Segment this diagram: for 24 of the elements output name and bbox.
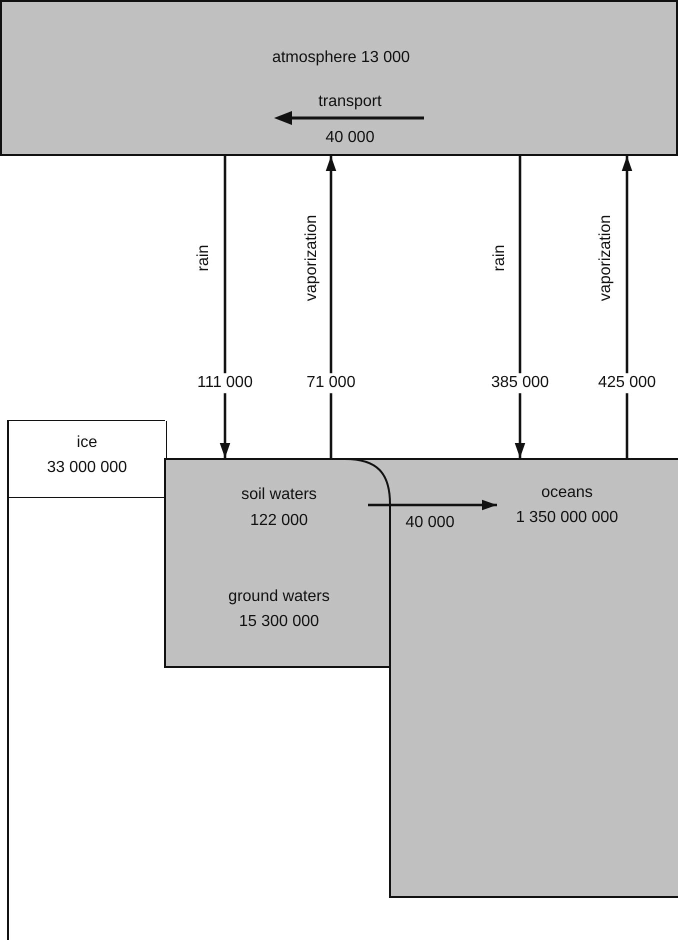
node-value: 1 350 000 000 (516, 509, 618, 527)
arrow (220, 156, 230, 458)
edge-label: vaporization (597, 214, 615, 302)
node-label: soil waters (241, 486, 317, 504)
node-label: ground waters (228, 588, 330, 606)
flow-label: transport (318, 93, 382, 111)
soil-water-box (164, 458, 390, 554)
atmosphere-box (0, 0, 678, 156)
arrow (622, 156, 632, 458)
ocean-shape (345, 458, 678, 898)
arrow (326, 156, 336, 458)
node-label: oceans (541, 484, 593, 502)
edge-label: vaporization (303, 214, 321, 302)
node-value: 33 000 000 (46, 459, 128, 477)
arrow (368, 500, 497, 510)
node-label: ice (76, 434, 98, 452)
node-label: atmosphere 13 000 (272, 49, 410, 67)
edge-label: rain (491, 244, 509, 272)
edge-label: rain (195, 244, 213, 272)
node-value: 122 000 (250, 512, 308, 530)
flow-value: 40 000 (326, 129, 374, 147)
node-value: 15 300 000 (238, 613, 320, 631)
ground-water-box (164, 552, 392, 668)
arrow (514, 156, 526, 458)
